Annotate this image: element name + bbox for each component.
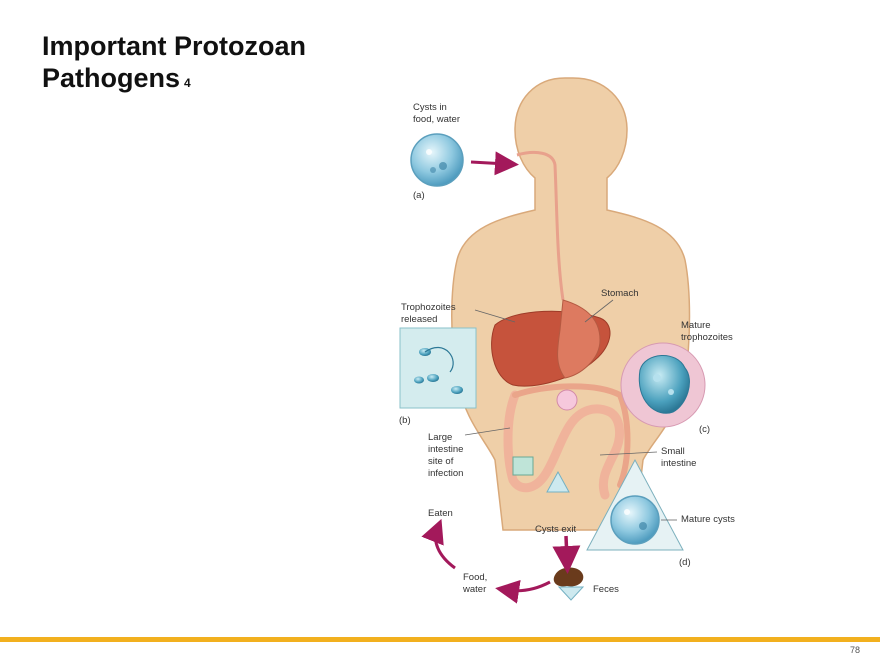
eaten-arrow [421,518,456,570]
label-stomach: Stomach [601,288,639,299]
label-food-water: Food, water [463,572,488,595]
cysts-exit-triangle [546,470,570,493]
infection-site-box [512,456,534,476]
label-large-intestine: Large intestine site of infection [428,432,464,479]
footer-accent-bar [0,637,880,642]
feces-icon [553,567,585,601]
trophozoites-panel [399,327,477,409]
label-mature-cysts: Mature cysts [681,514,735,525]
title-suffix: 4 [184,76,191,90]
life-cycle-illustration [399,77,706,604]
leader-lines [464,299,677,521]
feces-to-food-arrow [495,579,551,604]
label-panel-d: (d) [679,557,691,568]
intestines [503,383,631,500]
label-cysts-exit: Cysts exit [535,524,577,535]
label-cysts-food-water: Cysts in food, water [413,102,460,125]
label-mature-trophozoites: Mature trophozoites [681,320,733,343]
title-line-2: Pathogens [42,63,181,93]
label-panel-a: (a) [413,190,425,201]
mature-cyst-icon [610,495,660,545]
label-eaten: Eaten [428,508,453,519]
label-panel-c: (c) [699,424,711,435]
trophozoite-cells [414,346,463,394]
title-line-1: Important Protozoan [42,31,306,61]
label-feces: Feces [593,584,619,595]
label-small-intestine: Small intestine [661,446,697,469]
label-trophozoites-released: Trophozoites released [401,302,456,325]
label-panel-b: (b) [399,415,411,426]
mature-trophozoite-cell [638,355,690,414]
stomach-organ [557,299,601,379]
ingestion-arrow [470,151,519,176]
life-cycle-diagram: Cysts in food, water (a) Trophozoites re… [395,60,745,605]
cysts-exit-arrow [552,535,581,574]
small-intestine-marker [556,389,578,411]
cyst-a-icon [410,133,464,187]
esophagus [516,151,565,301]
page-number: 78 [849,645,860,655]
